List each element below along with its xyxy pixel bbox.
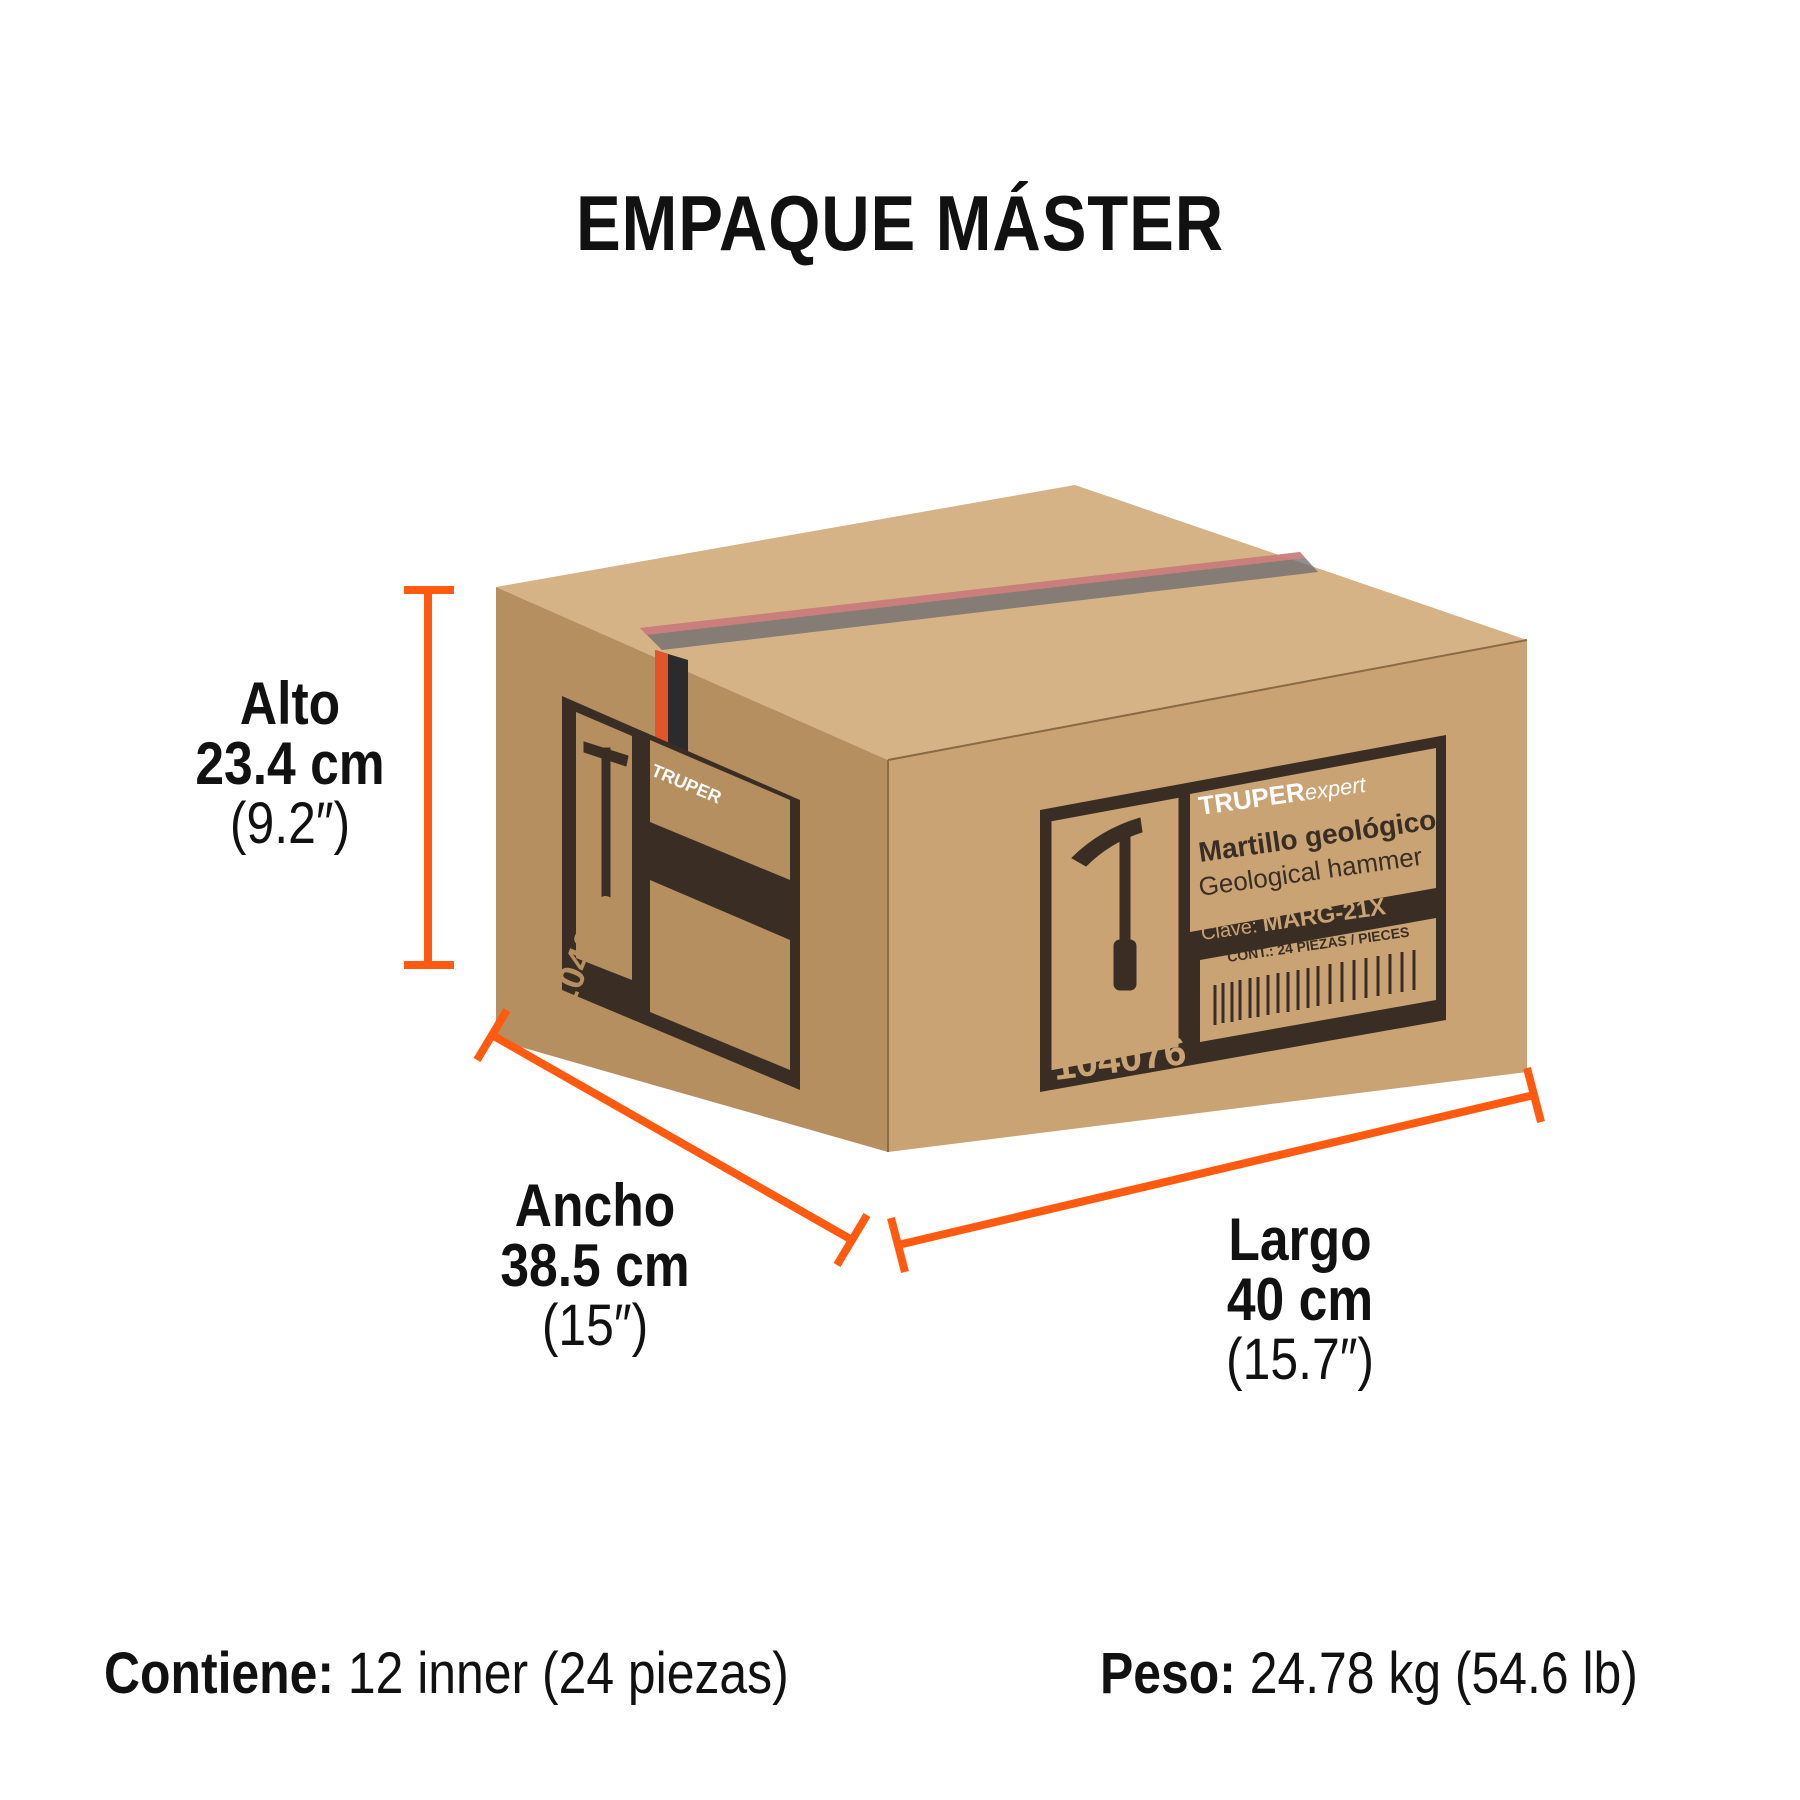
alto-label: Alto 23.4 cm (9.2″) — [161, 674, 419, 854]
ancho-dimension-line — [473, 1007, 871, 1268]
largo-label: Largo 40 cm (15.7″) — [1171, 1210, 1429, 1390]
ancho-metric: 38.5 cm — [500, 1232, 690, 1299]
alto-name: Alto — [239, 670, 341, 737]
tape-strip — [640, 552, 1318, 650]
side-hammer-icon — [583, 741, 629, 899]
barcode — [1213, 950, 1416, 1025]
box-side-label: TRUPER 104076 — [541, 696, 800, 1090]
contents-label: Contiene: — [104, 1641, 334, 1706]
alto-metric: 23.4 cm — [195, 730, 385, 797]
alto-imperial: (9.2″) — [229, 791, 351, 856]
ancho-name: Ancho — [514, 1172, 676, 1239]
ancho-imperial: (15″) — [541, 1293, 649, 1358]
ancho-label: Ancho 38.5 cm (15″) — [466, 1176, 724, 1356]
largo-dimension-line — [887, 1066, 1545, 1274]
largo-name: Largo — [1228, 1206, 1372, 1273]
box-top-face — [496, 485, 1527, 760]
weight-value: 24.78 kg (54.6 lb) — [1249, 1641, 1638, 1706]
contents-value: 12 inner (24 piezas) — [347, 1641, 789, 1706]
alto-dimension-line — [404, 586, 454, 969]
box-front-label: Código 104076 TRUPERexpert Martillo geol… — [1040, 735, 1446, 1092]
weight-info: Peso: 24.78 kg (54.6 lb) — [1100, 1640, 1638, 1707]
largo-imperial: (15.7″) — [1226, 1327, 1374, 1392]
page-title: EMPAQUE MÁSTER — [575, 179, 1225, 267]
contents-info: Contiene: 12 inner (24 piezas) — [104, 1640, 789, 1707]
weight-label: Peso: — [1100, 1641, 1236, 1706]
largo-metric: 40 cm — [1226, 1266, 1374, 1333]
hammer-icon — [1071, 817, 1143, 991]
box-codigo-label: Código — [1060, 1021, 1136, 1048]
